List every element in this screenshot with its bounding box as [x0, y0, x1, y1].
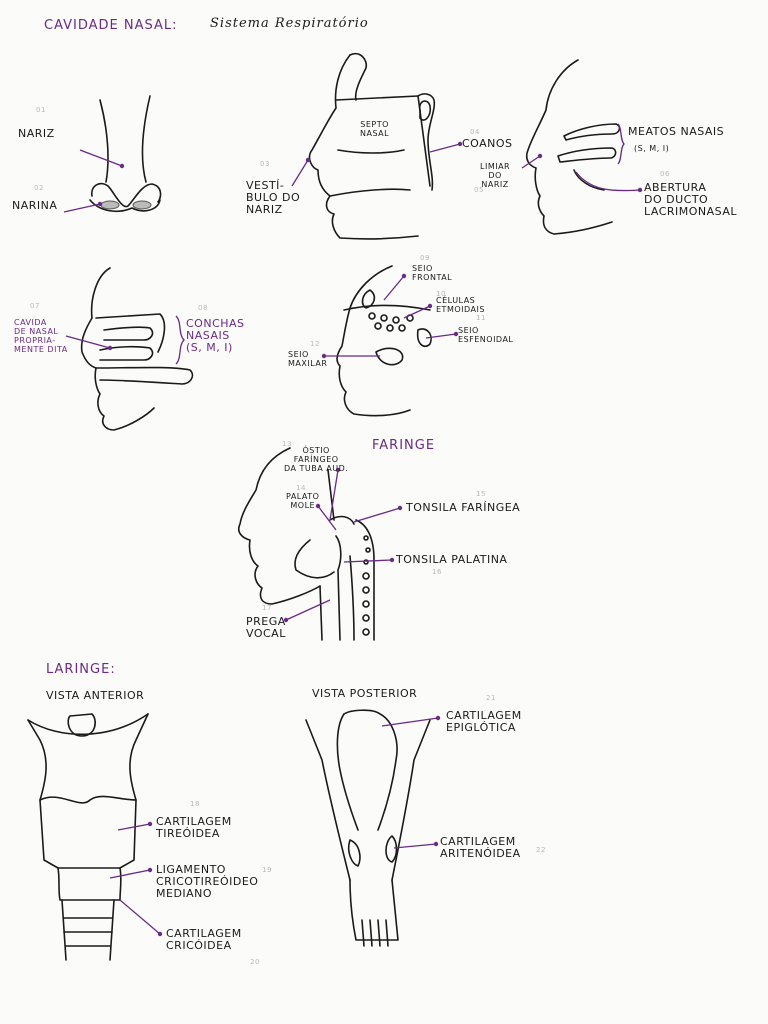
label-ostio: ÓSTIO FARÍNGEO DA TUBA AUD.: [284, 446, 349, 473]
leader-narina: [63, 203, 101, 213]
leader-tonsila-faringea: [353, 507, 401, 523]
leader-limiar: [521, 155, 541, 169]
faint-number: 02: [34, 184, 44, 192]
faint-number: 04: [470, 128, 480, 136]
faint-number: 11: [476, 314, 486, 322]
label-septo-nasal: SEPTO NASAL: [360, 120, 390, 138]
faint-number: 17: [262, 604, 272, 612]
leader-seio-esfenoidal: [425, 333, 457, 339]
faint-number: 22: [536, 846, 546, 854]
leader-tonsila-palatina: [343, 559, 393, 563]
label-cart-epiglotica: CARTILAGEM EPIGLÓTICA: [446, 709, 522, 734]
label-limiar: LIMIAR DO NARIZ: [480, 162, 511, 189]
label-narina: NARINA: [12, 199, 58, 212]
leader-ostio: [329, 469, 339, 521]
leader-abertura: [575, 171, 641, 192]
leader-epiglotica: [381, 717, 439, 727]
leader-cricoidea: [119, 899, 161, 935]
leader-ligamento: [109, 869, 151, 879]
label-ligamento: LIGAMENTO CRICOTIREÓIDEO MEDIANO: [156, 863, 259, 900]
leader-nariz: [79, 149, 123, 167]
label-cart-aritenoidea: CARTILAGEM ARITENÓIDEA: [440, 835, 521, 860]
faint-number: 20: [250, 958, 260, 966]
faint-number: 05: [474, 186, 484, 194]
faint-number: 06: [660, 170, 670, 178]
label-abertura: ABERTURA DO DUCTO LACRIMONASAL: [644, 181, 738, 218]
label-meatos-sub: (S, M, I): [634, 144, 670, 153]
label-vestibulo: VESTÍ- BULO DO NARIZ: [246, 179, 301, 216]
meatus-head-drawing: [525, 59, 621, 235]
septum-head-drawing: [308, 52, 436, 240]
faint-number: 08: [198, 304, 208, 312]
leader-palato: [317, 505, 337, 531]
faint-number: 18: [190, 800, 200, 808]
faint-number: 13: [282, 440, 292, 448]
sinus-head-drawing: [336, 265, 432, 417]
pharynx-head-drawing: [237, 447, 375, 641]
label-celulas: CÉLULAS ETMOIDAIS: [436, 296, 485, 314]
faint-number: 16: [432, 568, 442, 576]
label-conchas: CONCHAS NASAIS (S, M, I): [186, 317, 245, 354]
leader-prega: [285, 599, 331, 621]
faint-number: 10: [436, 290, 446, 298]
leader-coanos: [429, 143, 461, 153]
leader-aritenoidea: [393, 843, 437, 849]
nose-front-drawing: [89, 95, 162, 213]
heading-vista-posterior: VISTA POSTERIOR: [312, 687, 418, 700]
label-nariz: NARIZ: [18, 127, 55, 140]
leader-cavidade: [65, 335, 111, 349]
faint-number: 21: [486, 694, 496, 702]
label-meatos: MEATOS NASAIS: [628, 125, 725, 138]
label-cart-cricoidea: CARTILAGEM CRICÓIDEA: [166, 927, 242, 952]
faint-number: 14: [296, 484, 306, 492]
brace-conchas: [175, 315, 185, 365]
faint-number: 01: [36, 106, 46, 114]
faint-number: 19: [262, 866, 272, 874]
section-laringe: LARINGE:: [46, 662, 116, 677]
leader-vestibulo: [291, 159, 309, 187]
label-cart-tireoidea: CARTILAGEM TIREÓIDEA: [156, 815, 232, 840]
label-tonsila-faringea: TONSILA FARÍNGEA: [406, 501, 521, 514]
conchas-head-drawing: [80, 267, 194, 431]
section-faringe: FARINGE: [372, 438, 436, 453]
brace-meatos: [617, 123, 625, 165]
leader-tireoidea: [117, 823, 151, 831]
label-tonsila-palatina: TONSILA PALATINA: [396, 553, 508, 566]
label-cavidade-propria: CAVIDA DE NASAL PROPRIA- MENTE DITA: [14, 318, 68, 354]
faint-number: 07: [30, 302, 40, 310]
leader-celulas: [403, 305, 431, 319]
larynx-posterior-drawing: [305, 709, 431, 947]
faint-number: 09: [420, 254, 430, 262]
leader-seio-frontal: [383, 275, 405, 301]
label-seio-maxilar: SEIO MAXILAR: [288, 350, 328, 368]
faint-number: 12: [310, 340, 320, 348]
label-seio-frontal: SEIO FRONTAL: [412, 264, 453, 282]
label-prega-vocal: PREGA VOCAL: [246, 615, 286, 640]
label-seio-esfenoidal: SEIO ESFENOIDAL: [458, 326, 514, 344]
label-palato-mole: PALATO MOLE: [286, 492, 320, 510]
heading-vista-anterior: VISTA ANTERIOR: [46, 689, 145, 702]
faint-number: 03: [260, 160, 270, 168]
larynx-anterior-drawing: [27, 713, 149, 961]
title-sistema-respiratorio: Sistema Respiratório: [210, 16, 369, 31]
title-cavidade-nasal: CAVIDADE NASAL:: [44, 18, 178, 33]
faint-number: 15: [476, 490, 486, 498]
label-coanos: COANOS: [462, 137, 513, 150]
